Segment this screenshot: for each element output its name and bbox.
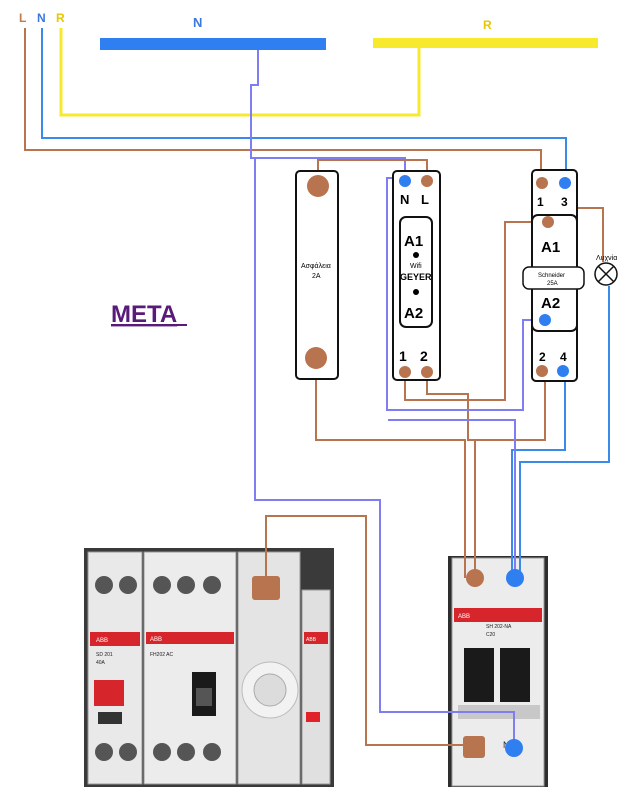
label-r: R: [56, 11, 65, 25]
svg-text:2: 2: [539, 350, 546, 364]
right-breaker-top-brown: [466, 569, 484, 587]
fuse-bottom-terminal: [305, 347, 327, 369]
left-photo-terminal: [252, 576, 280, 600]
lamp-label: Λυχνία: [596, 254, 617, 262]
diagram-title: ΜΕΤΑ: [111, 301, 177, 328]
svg-text:C20: C20: [486, 632, 495, 638]
svg-text:1: 1: [537, 195, 544, 209]
svg-text:ABB: ABB: [150, 637, 162, 643]
svg-text:SH 202-NA: SH 202-NA: [486, 624, 512, 630]
right-breaker-top-blue: [506, 569, 524, 587]
right-breaker-bottom-blue: [505, 739, 523, 757]
svg-text:40A: 40A: [96, 660, 106, 666]
svg-text:ABB: ABB: [458, 614, 470, 620]
r-busbar: [373, 38, 598, 48]
svg-text:L: L: [421, 192, 429, 207]
svg-text:1: 1: [399, 348, 407, 364]
svg-text:Schneider: Schneider: [538, 273, 565, 279]
neutral-busbar-label: N: [193, 15, 202, 30]
r-busbar-label: R: [483, 18, 492, 32]
lamp: Λυχνία: [594, 254, 618, 286]
neutral-busbar: [100, 38, 326, 50]
svg-text:A2: A2: [404, 305, 423, 322]
svg-text:A2: A2: [541, 295, 560, 312]
label-l: L: [19, 11, 26, 25]
fuse-label: Ασφάλεια: [301, 262, 331, 270]
fuse-top-terminal: [307, 175, 329, 197]
fuse-2a: Ασφάλεια 2A: [295, 170, 339, 380]
svg-text:FH202 AC: FH202 AC: [150, 652, 173, 658]
wires: [24, 28, 610, 746]
svg-text:A1: A1: [404, 233, 423, 250]
svg-text:GEYER: GEYER: [400, 272, 432, 282]
svg-text:4: 4: [560, 350, 567, 364]
label-n: N: [37, 11, 46, 25]
contactor-schneider: 1 3 A1 Schneider 25A A2 2 4: [522, 169, 585, 382]
svg-text:25A: 25A: [547, 281, 558, 287]
left-breaker-photo: ABB SD 201 40A ABB FH202 AC ABB: [84, 548, 334, 787]
svg-text:A1: A1: [541, 239, 560, 256]
svg-text:SD 201: SD 201: [96, 652, 113, 658]
svg-text:2: 2: [420, 348, 428, 364]
right-breaker-photo: ABB SH 202-NA C20 N: [448, 556, 548, 787]
svg-text:ABB: ABB: [96, 638, 108, 644]
svg-text:Wifi: Wifi: [410, 263, 422, 270]
svg-text:3: 3: [561, 195, 568, 209]
svg-text:ABB: ABB: [306, 637, 317, 643]
svg-text:2A: 2A: [312, 273, 321, 280]
svg-text:N: N: [400, 192, 409, 207]
right-photo-bottom-terminal: [463, 736, 485, 758]
wifi-relay-geyer: N L A1 Wifi GEYER A2 1 2: [392, 170, 441, 381]
